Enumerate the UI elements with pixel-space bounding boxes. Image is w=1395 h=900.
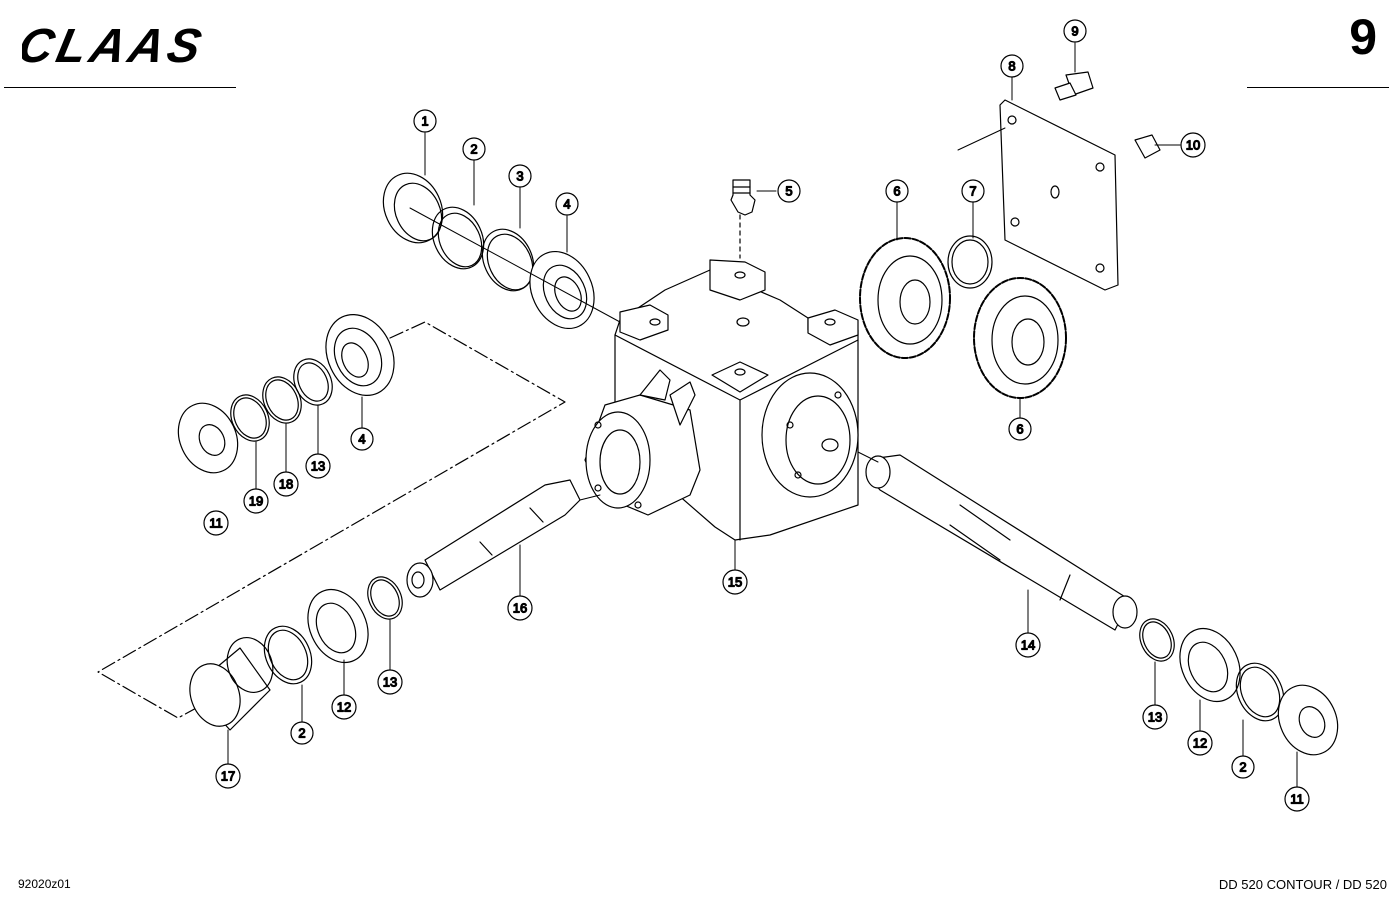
plug-part-10 bbox=[1134, 134, 1161, 159]
svg-text:12: 12 bbox=[1193, 736, 1207, 751]
leader-lines bbox=[227, 42, 1298, 789]
callout-7: 7 bbox=[961, 179, 985, 203]
callout-13-left: 13 bbox=[305, 453, 331, 479]
svg-text:1: 1 bbox=[421, 114, 428, 129]
callout-6-top: 6 bbox=[885, 179, 909, 203]
callout-2-right: 2 bbox=[1231, 755, 1255, 779]
claas-logo: CLAAS bbox=[13, 19, 242, 73]
svg-text:11: 11 bbox=[209, 516, 223, 531]
svg-text:17: 17 bbox=[221, 769, 235, 784]
seal-part-11-right bbox=[1277, 684, 1339, 756]
bearing-part-12-right bbox=[1179, 627, 1241, 703]
shim-part-13-mid bbox=[367, 576, 403, 620]
shaft-part-16 bbox=[406, 479, 601, 598]
callout-17: 17 bbox=[215, 763, 241, 789]
svg-text:6: 6 bbox=[1016, 422, 1023, 437]
svg-text:8: 8 bbox=[1008, 59, 1015, 74]
callout-4-top: 4 bbox=[555, 192, 579, 216]
svg-text:7: 7 bbox=[969, 184, 976, 199]
drawing-code: 92020z01 bbox=[18, 877, 71, 891]
callout-2-top: 2 bbox=[462, 137, 486, 161]
shim-ring-part-3 bbox=[481, 228, 535, 292]
callout-6-bottom: 6 bbox=[1008, 417, 1032, 441]
svg-text:11: 11 bbox=[1290, 792, 1304, 807]
callout-12-left: 12 bbox=[331, 694, 357, 720]
ring-part-18 bbox=[262, 376, 302, 424]
claas-logo-text: CLAAS bbox=[22, 22, 210, 68]
callout-15: 15 bbox=[722, 569, 748, 595]
callout-19: 19 bbox=[243, 488, 269, 514]
svg-text:6: 6 bbox=[893, 184, 900, 199]
callout-3: 3 bbox=[508, 164, 532, 188]
callout-16: 16 bbox=[507, 595, 533, 621]
svg-text:16: 16 bbox=[513, 601, 527, 616]
svg-text:2: 2 bbox=[298, 726, 305, 741]
callout-11-left: 11 bbox=[203, 510, 229, 536]
callout-1: 1 bbox=[413, 109, 437, 133]
callout-bubbles: 1 2 3 4 5 6 7 8 9 10 6 4 13 18 19 11 15 … bbox=[203, 19, 1310, 812]
callout-13-mid: 13 bbox=[377, 669, 403, 695]
svg-text:4: 4 bbox=[358, 432, 365, 447]
svg-text:13: 13 bbox=[383, 675, 397, 690]
callout-2-left: 2 bbox=[290, 721, 314, 745]
svg-text:9: 9 bbox=[1071, 24, 1078, 39]
callout-13-right: 13 bbox=[1142, 704, 1168, 730]
sleeve-part-1 bbox=[382, 172, 444, 244]
cover-plate-part-8 bbox=[999, 99, 1119, 291]
svg-text:18: 18 bbox=[279, 477, 293, 492]
svg-text:12: 12 bbox=[337, 700, 351, 715]
svg-text:4: 4 bbox=[563, 197, 570, 212]
breather-fitting bbox=[730, 179, 756, 259]
svg-text:5: 5 bbox=[785, 184, 792, 199]
page-number: 9 bbox=[1349, 9, 1377, 65]
shim-part-13-right bbox=[1139, 618, 1175, 662]
header-rule-left bbox=[4, 87, 236, 88]
callout-5: 5 bbox=[777, 179, 801, 203]
svg-text:19: 19 bbox=[249, 494, 263, 509]
circlip-part-7 bbox=[947, 235, 993, 289]
svg-text:13: 13 bbox=[311, 459, 325, 474]
svg-text:14: 14 bbox=[1021, 638, 1035, 653]
gear-part-6-bottom bbox=[973, 277, 1067, 399]
gearbox-housing bbox=[584, 259, 859, 541]
assembly-axis-line bbox=[97, 321, 566, 719]
svg-text:2: 2 bbox=[470, 142, 477, 157]
gear-part-6-top bbox=[859, 237, 951, 359]
header-rule-right bbox=[1247, 87, 1389, 88]
svg-text:3: 3 bbox=[516, 169, 523, 184]
svg-text:15: 15 bbox=[728, 575, 742, 590]
callout-12-right: 12 bbox=[1187, 730, 1213, 756]
svg-text:10: 10 bbox=[1186, 138, 1200, 153]
callout-10: 10 bbox=[1180, 132, 1206, 158]
bolt-part-9 bbox=[1054, 71, 1094, 101]
bearing-part-4-left bbox=[325, 314, 395, 396]
callout-18: 18 bbox=[273, 471, 299, 497]
shaft-part-14 bbox=[857, 451, 1138, 631]
axis-line-top-left bbox=[409, 207, 621, 323]
bearing-part-12-left bbox=[307, 588, 369, 664]
seal-part-11-left bbox=[177, 402, 239, 474]
callout-9: 9 bbox=[1063, 19, 1087, 43]
callout-11-right: 11 bbox=[1284, 786, 1310, 812]
callout-4-left: 4 bbox=[350, 427, 374, 451]
svg-text:2: 2 bbox=[1239, 760, 1246, 775]
callout-14: 14 bbox=[1015, 632, 1041, 658]
svg-text:13: 13 bbox=[1148, 710, 1162, 725]
sleeve-part-17 bbox=[189, 637, 274, 731]
circlip-part-2-right bbox=[1235, 662, 1285, 722]
callout-8: 8 bbox=[1000, 54, 1024, 78]
model-label: DD 520 CONTOUR / DD 520 bbox=[1218, 877, 1387, 892]
circlip-part-2-top bbox=[431, 206, 485, 270]
